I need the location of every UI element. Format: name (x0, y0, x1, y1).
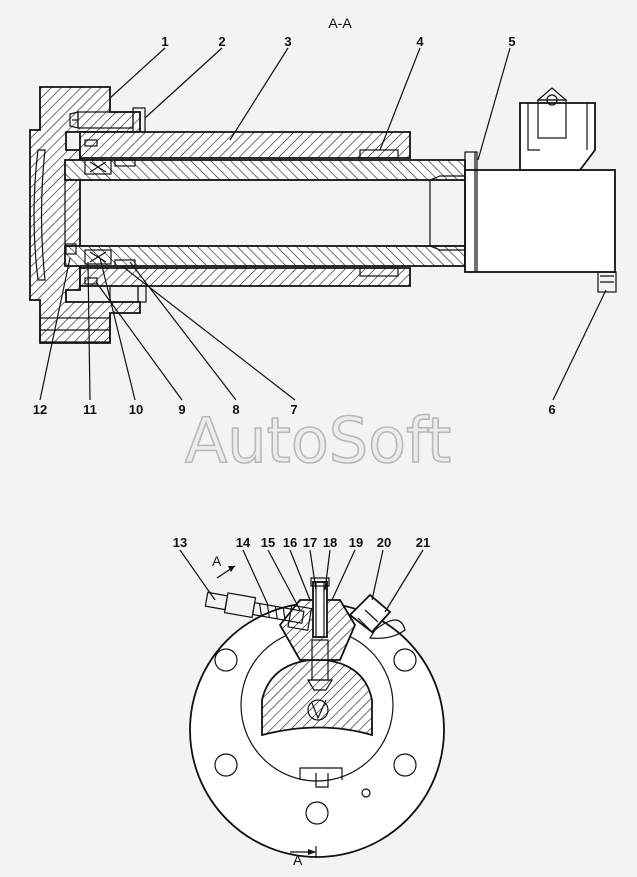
outer-sleeve (79, 131, 411, 159)
callout-6: 6 (548, 402, 555, 417)
callout-2: 2 (218, 34, 225, 49)
shaft-upper-wall (64, 159, 466, 181)
shaft-lower-wall (64, 245, 466, 267)
right-fitting (348, 593, 406, 639)
seal-top (359, 149, 399, 159)
callout-13: 13 (173, 535, 187, 550)
ring-12 (65, 243, 77, 255)
view-marker-top: А (212, 553, 236, 579)
left-fitting (204, 591, 313, 631)
callout-15: 15 (261, 535, 275, 550)
callout-17: 17 (303, 535, 317, 550)
bottom-leaders (179, 549, 424, 613)
callout-11: 11 (83, 402, 97, 417)
callout-8: 8 (232, 402, 239, 417)
bearing-top (84, 159, 112, 175)
callout-14: 14 (236, 535, 251, 550)
bottom-callouts: 13 14 15 16 17 18 19 20 21 (173, 535, 430, 550)
callout-5: 5 (508, 34, 515, 49)
top-leaders (39, 47, 607, 401)
flange-body (29, 86, 141, 344)
callout-9: 9 (178, 402, 185, 417)
callout-3: 3 (284, 34, 291, 49)
bearing-bottom (84, 249, 112, 265)
view-marker-bottom: А (290, 846, 317, 868)
callout-1: 1 (161, 34, 168, 49)
watermark: AutoSoft (185, 404, 451, 477)
callout-16: 16 (283, 535, 297, 550)
front-view (189, 577, 445, 858)
callout-4: 4 (416, 34, 424, 49)
callout-19: 19 (349, 535, 363, 550)
callout-18: 18 (323, 535, 337, 550)
callout-7: 7 (290, 402, 297, 417)
view-marker-label-top: А (212, 553, 222, 569)
section-view (29, 86, 617, 344)
callout-10: 10 (129, 402, 143, 417)
seal-bottom (359, 267, 399, 277)
housing-5 (464, 87, 617, 293)
section-title: А-А (328, 15, 352, 31)
shaft-section (261, 659, 373, 737)
callout-12: 12 (33, 402, 47, 417)
callout-21: 21 (416, 535, 430, 550)
callout-20: 20 (377, 535, 391, 550)
view-marker-label-bottom: А (293, 852, 303, 868)
top-callouts: 1 2 3 4 5 6 7 8 9 10 11 12 (33, 34, 556, 417)
